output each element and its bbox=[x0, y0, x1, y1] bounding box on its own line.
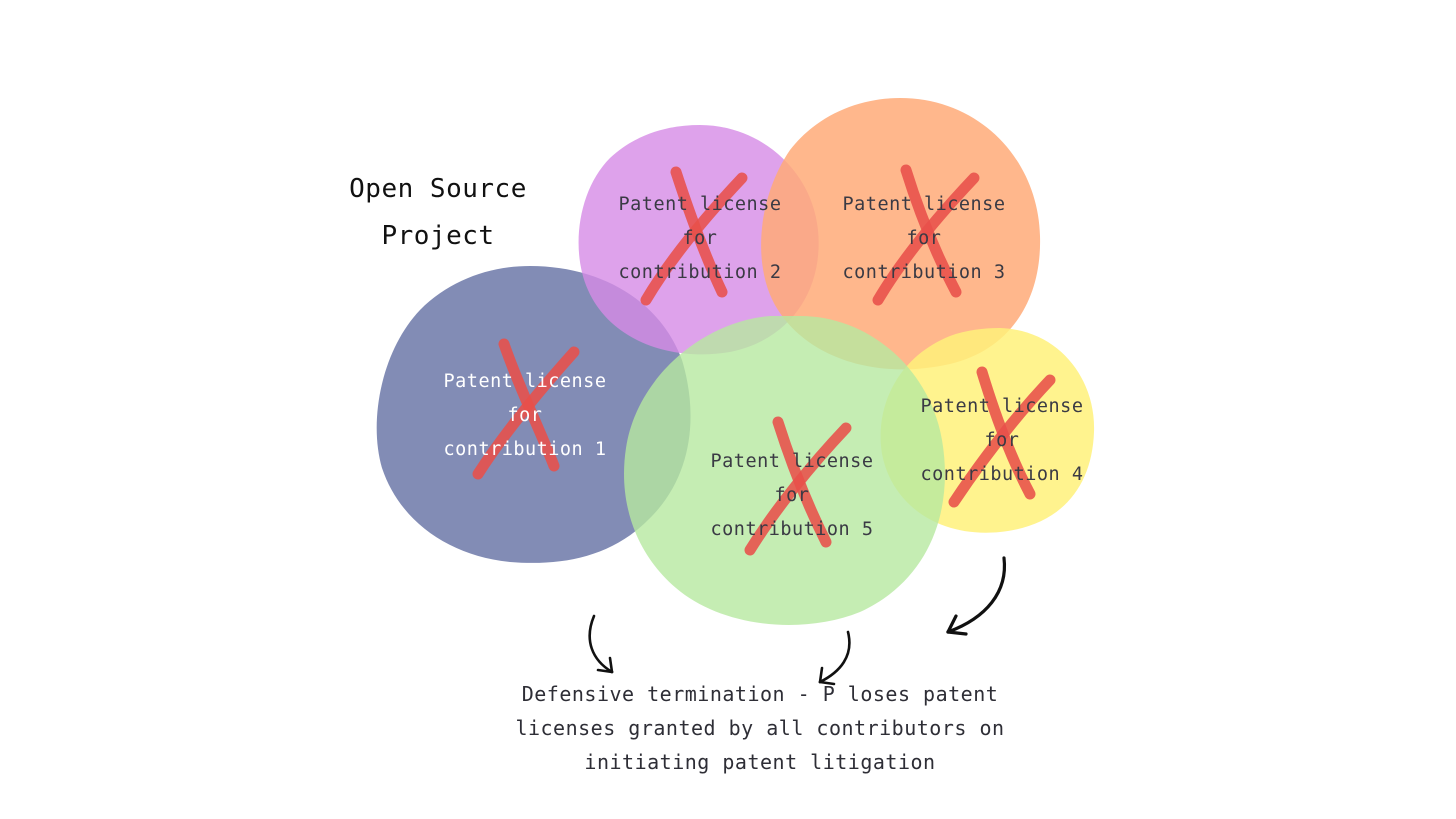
cross-mark-1 bbox=[472, 338, 580, 480]
contribution-3-label: Patent license for contribution 3 bbox=[842, 194, 1006, 283]
project-title-line-2: Project bbox=[381, 221, 495, 251]
cross-mark-5 bbox=[744, 416, 852, 556]
caption-line-2: licenses granted by all contributors on bbox=[515, 716, 1005, 740]
cross-mark-3 bbox=[872, 164, 980, 306]
arrow-right bbox=[946, 556, 1007, 636]
caption-line-1: Defensive termination - P loses patent bbox=[521, 682, 999, 706]
project-title: Open Source Project bbox=[330, 166, 546, 260]
contribution-4-label: Patent license for contribution 4 bbox=[920, 396, 1084, 485]
contribution-5-label: Patent license for contribution 5 bbox=[710, 451, 874, 540]
contribution-5-blob bbox=[624, 316, 945, 625]
cross-mark-4 bbox=[948, 366, 1056, 508]
contribution-3-blob bbox=[761, 98, 1041, 370]
contribution-1-label: Patent license for contribution 1 bbox=[443, 371, 607, 460]
arrow-center bbox=[818, 630, 851, 686]
caption-line-3: initiating patent litigation bbox=[584, 750, 936, 774]
contribution-2-label: Patent license for contribution 2 bbox=[618, 194, 782, 283]
defensive-termination-caption: Defensive termination - P loses patent l… bbox=[460, 677, 1060, 779]
arrow-left bbox=[588, 614, 614, 674]
cross-mark-2 bbox=[640, 166, 748, 306]
project-title-line-1: Open Source bbox=[349, 174, 527, 204]
